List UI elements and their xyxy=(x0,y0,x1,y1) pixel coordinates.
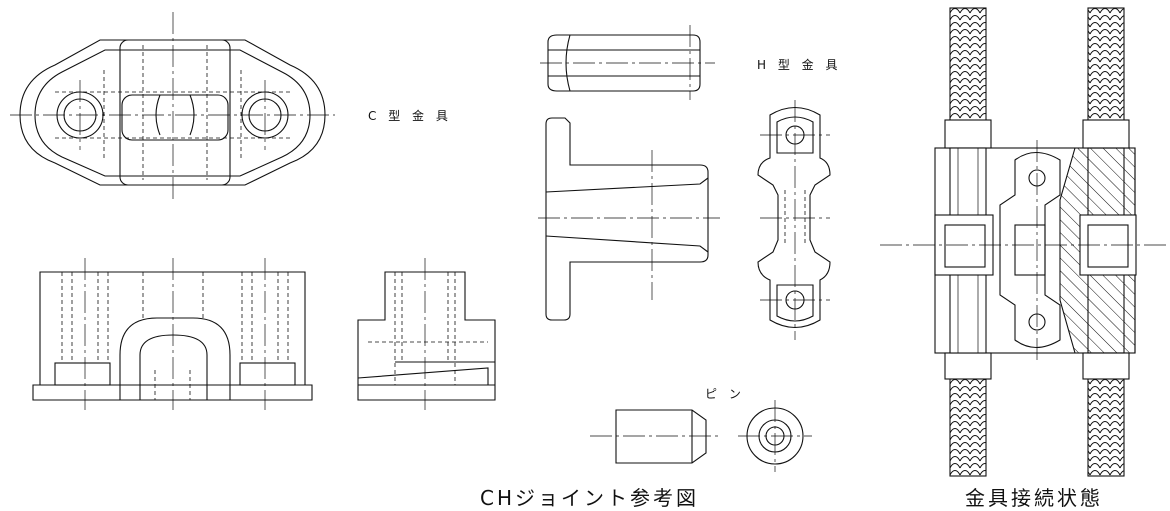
c-top-centerlines xyxy=(10,12,335,200)
c-front-pin-head xyxy=(139,334,208,400)
right-nut-bottom xyxy=(1082,352,1130,380)
pin-side-view xyxy=(590,409,722,464)
c-side-outline xyxy=(357,271,496,401)
c-top-slot xyxy=(121,94,229,141)
c-top-inner-outline xyxy=(34,49,311,177)
h-fitting-side-view xyxy=(757,100,831,340)
center-link xyxy=(999,151,1061,349)
left-nut-bottom xyxy=(944,352,992,380)
right-nut-top xyxy=(1082,119,1130,149)
h-fitting-top-view xyxy=(540,25,715,100)
c-front-outline xyxy=(32,271,313,401)
h-fitting-label: H 型 金 具 xyxy=(757,58,842,72)
c-top-hidden-lines xyxy=(55,45,290,180)
pin-label: ピ ン xyxy=(705,387,745,401)
c-fitting-side-view xyxy=(357,258,496,410)
pin-end-view xyxy=(738,400,812,472)
connection-caption: 金具接続状態 xyxy=(965,486,1103,510)
h-front-outline xyxy=(545,117,709,321)
connection-assembly xyxy=(880,7,1166,477)
c-fitting-top-view xyxy=(10,12,335,200)
h-top-outline xyxy=(547,34,701,92)
h-fitting-front-view xyxy=(538,117,720,321)
c-top-center-block xyxy=(119,39,231,186)
left-nut-top xyxy=(944,119,992,149)
c-fitting-front-view xyxy=(32,258,313,410)
c-front-arch xyxy=(119,317,231,400)
c-front-hidden-lines xyxy=(61,272,289,400)
h-side-outline xyxy=(757,106,831,329)
c-top-outline xyxy=(19,39,326,186)
c-fitting-label: C 型 金 具 xyxy=(368,109,452,123)
reference-caption: CHジョイント参考図 xyxy=(480,486,700,510)
